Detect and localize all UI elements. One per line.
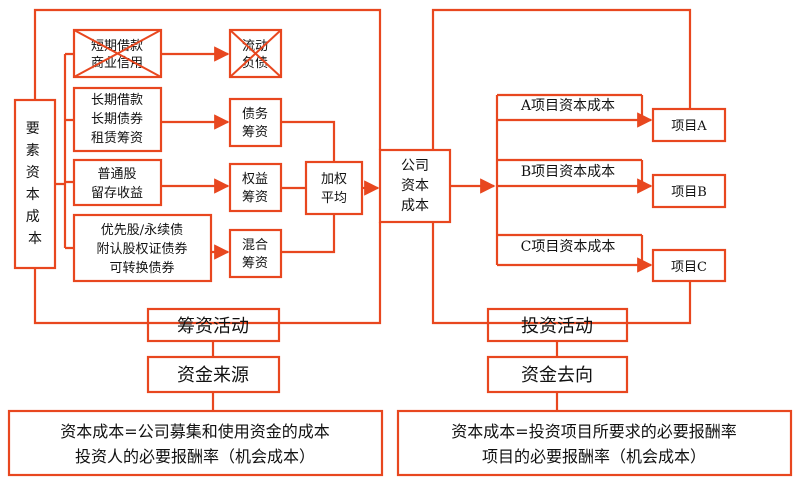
current-liab-line: 流动 <box>242 39 268 54</box>
company-line: 资本 <box>401 178 429 194</box>
project-a-label: 项目A <box>671 119 707 134</box>
equity-line: 筹资 <box>242 189 268 205</box>
factor-char: 成 <box>26 209 40 225</box>
factor-label: 要 素 资 本 成 本 <box>26 121 44 247</box>
equity-line: 权益 <box>242 171 268 187</box>
a-cost-label: A项目资本成本 <box>520 98 615 114</box>
current-liab-box <box>228 28 283 79</box>
debt-line: 筹资 <box>242 124 268 140</box>
right-frame-bottom-line <box>431 222 692 325</box>
right-definition-line: 项目的必要报酬率（机会成本） <box>482 447 706 466</box>
project-a-box <box>651 107 727 143</box>
hybrid-src-line: 优先股/永续债 <box>101 223 183 238</box>
factor-char: 本 <box>28 231 42 247</box>
fund-source-label: 资金来源 <box>177 365 249 386</box>
weighted-line: 平均 <box>321 191 347 206</box>
project-c-box <box>651 248 727 283</box>
company-line: 公司 <box>401 158 429 174</box>
weighted-line: 加权 <box>321 171 347 187</box>
debt-line: 债务 <box>242 106 268 122</box>
factor-char: 本 <box>26 187 40 203</box>
hybrid-line: 混合 <box>242 238 268 253</box>
factor-char: 素 <box>26 143 40 159</box>
fund-destination-label: 资金去向 <box>521 365 593 386</box>
hybrid-box <box>228 228 283 279</box>
factor-char: 要 <box>26 121 40 137</box>
debt-to-weighted-line <box>281 120 336 162</box>
crossed-out-marks <box>73 29 282 78</box>
long-term-line: 租赁筹资 <box>91 130 143 146</box>
cross-icon <box>229 29 282 78</box>
b-cost-label: B项目资本成本 <box>521 164 615 180</box>
company-line: 成本 <box>401 198 429 214</box>
left-definition-line: 资本成本=公司募集和使用资金的成本 <box>60 422 329 441</box>
factor-char: 资 <box>26 165 40 181</box>
left-definition-line: 投资人的必要报酬率（机会成本） <box>75 447 315 466</box>
equity-src-line: 留存收益 <box>91 186 143 201</box>
project-b-box <box>651 173 727 209</box>
right-definition-line: 资本成本=投资项目所要求的必要报酬率 <box>451 422 736 441</box>
hybrid-line: 筹资 <box>242 255 268 271</box>
equity-src-line: 普通股 <box>97 167 136 182</box>
left-definition-box <box>7 409 384 477</box>
project-c-label: 项目C <box>671 260 707 275</box>
long-term-line: 长期借款 <box>91 93 143 108</box>
financing-activity-label: 筹资活动 <box>177 316 249 337</box>
right-definition-box <box>396 409 793 477</box>
short-term-line: 短期借款 <box>91 39 143 54</box>
c-cost-label: C项目资本成本 <box>521 239 616 255</box>
left-frame-bottom-line <box>33 222 382 325</box>
factor-bracket-line <box>55 52 74 250</box>
right-frame-line <box>431 8 692 150</box>
left-frame-line <box>33 8 382 150</box>
hybrid-src-line: 可转换债券 <box>109 260 174 276</box>
long-term-line: 长期债券 <box>91 111 143 127</box>
cross-icon <box>73 29 162 78</box>
project-b-label: 项目B <box>671 185 707 200</box>
weighted-box <box>304 160 364 216</box>
hybrid-to-weighted-line <box>281 214 336 254</box>
hybrid-src-line: 附认股权证债券 <box>96 241 187 257</box>
investment-activity-label: 投资活动 <box>521 316 593 337</box>
